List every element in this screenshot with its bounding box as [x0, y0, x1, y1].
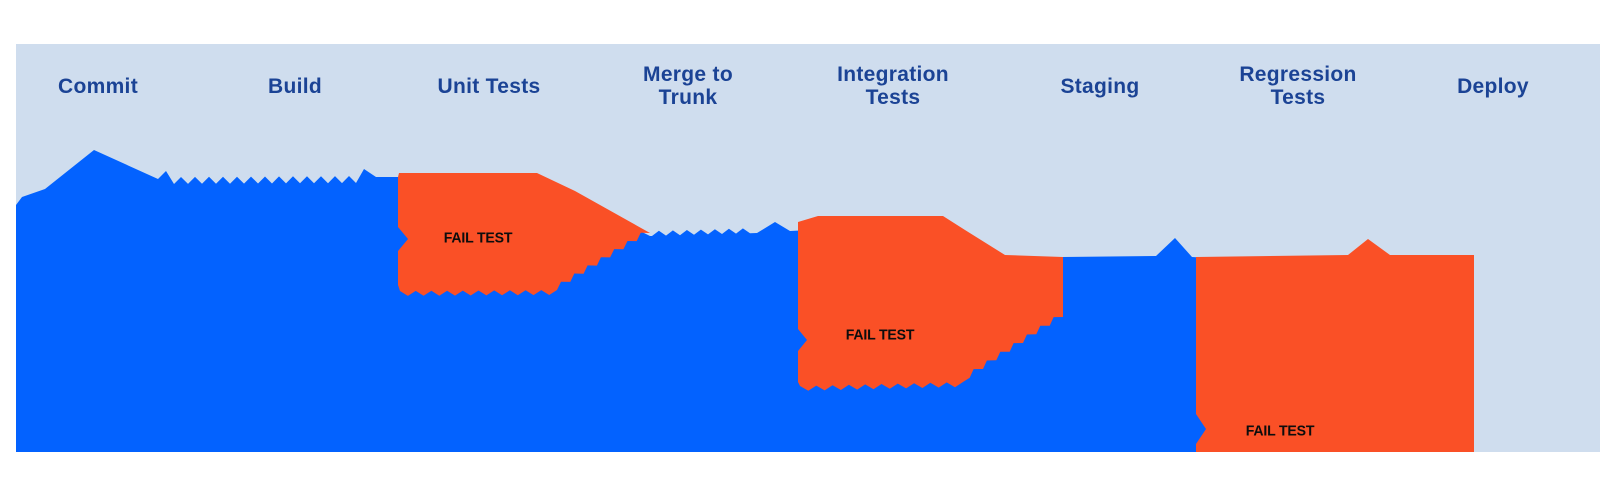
stage-label-deploy: Deploy: [1457, 75, 1529, 98]
fail-test-label-unit-tests: FAIL TEST: [443, 229, 513, 247]
stage-label-line: Trunk: [658, 86, 718, 109]
stage-label-line: Tests: [1270, 86, 1326, 109]
stage-label-line: Integration: [837, 63, 949, 86]
stage-label-line: Regression: [1239, 63, 1357, 86]
fail-blob-unit-tests: [398, 173, 650, 296]
stage-label-line: Deploy: [1457, 74, 1529, 98]
stage-label-line: Staging: [1060, 74, 1140, 98]
fail-test-label-regression-tests: FAIL TEST: [1245, 422, 1315, 440]
fail-test-label-integration-tests: FAIL TEST: [845, 326, 915, 344]
stage-label-line: Merge to: [643, 63, 733, 86]
fail-blob-regression-tests: [1196, 239, 1474, 452]
stage-label-commit: Commit: [58, 75, 138, 98]
stage-label-staging: Staging: [1060, 75, 1139, 98]
stage-label-build: Build: [268, 75, 322, 98]
stage-label-line: Tests: [865, 86, 921, 109]
stage-label-line: Commit: [58, 74, 138, 98]
fail-blob-integration-tests: [798, 216, 1063, 391]
stage-label-line: Build: [268, 74, 322, 98]
stage-label-line: Unit Tests: [437, 74, 541, 98]
flow-stream-blue: [16, 150, 1210, 452]
stage-label-unit-tests: Unit Tests: [438, 75, 541, 98]
